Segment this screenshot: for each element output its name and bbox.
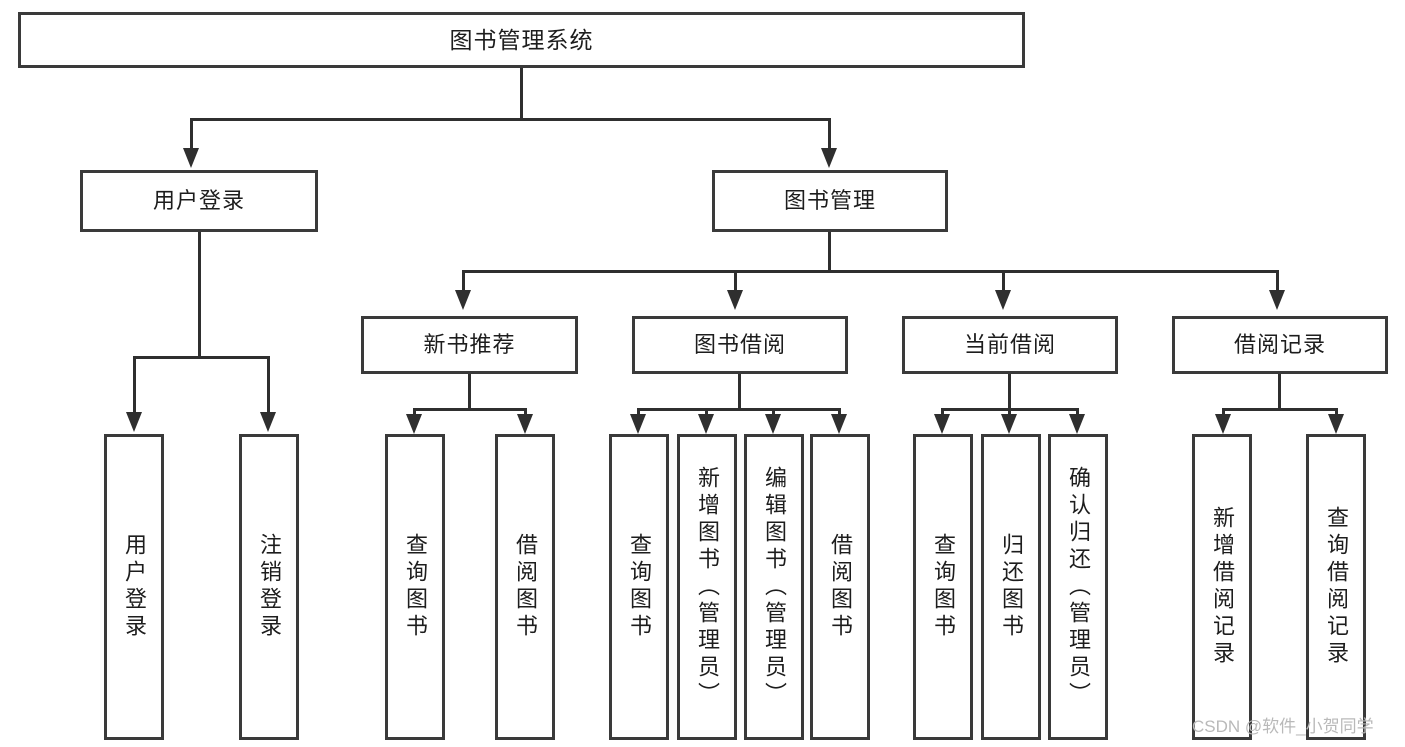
node-leaf-add-record[interactable]: 新增借阅记录	[1192, 434, 1252, 740]
arrowhead-leaf-query-book-1	[406, 414, 422, 434]
arrowhead-leaf-query-book-3	[934, 414, 950, 434]
arrowhead-leaf-query-book-2	[630, 414, 646, 434]
arrowhead-leaf-add-book	[698, 414, 714, 434]
node-label: 编辑图书（管理员）	[762, 465, 787, 709]
node-leaf-borrow-book-2[interactable]: 借阅图书	[810, 434, 870, 740]
arrowhead-book-management	[821, 148, 837, 168]
connector-user-login-stem	[198, 232, 201, 358]
node-label: 借阅图书	[513, 533, 538, 641]
connector-borrow-record-stem	[1278, 374, 1281, 410]
arrowhead-new-book-recommend	[455, 290, 471, 310]
connector-bb-to-leaf-4	[838, 408, 841, 418]
arrowhead-leaf-query-record	[1328, 414, 1344, 434]
node-book-management-system[interactable]: 图书管理系统	[18, 12, 1025, 68]
node-leaf-query-record[interactable]: 查询借阅记录	[1306, 434, 1366, 740]
connector-book-management-stem	[828, 232, 831, 272]
arrowhead-leaf-add-record	[1215, 414, 1231, 434]
arrowhead-leaf-logout	[260, 412, 276, 432]
connector-cb-to-leaf-2	[1008, 408, 1011, 418]
node-label: 查询图书	[627, 533, 652, 641]
watermark-credit: CSDN @软件_小贺同学	[1192, 717, 1374, 736]
connector-root-bus	[190, 118, 831, 121]
node-leaf-edit-book[interactable]: 编辑图书（管理员）	[744, 434, 804, 740]
node-leaf-confirm-return[interactable]: 确认归还（管理员）	[1048, 434, 1108, 740]
connector-bb-to-leaf-3	[772, 408, 775, 418]
connector-root-to-user-login	[190, 118, 193, 150]
connector-bb-to-leaf-1	[637, 408, 640, 418]
connector-user-login-bus	[133, 356, 270, 359]
node-book-borrow[interactable]: 图书借阅	[632, 316, 848, 374]
node-label: 当前借阅	[963, 332, 1056, 358]
arrowhead-book-borrow	[727, 290, 743, 310]
node-label: 借阅记录	[1233, 332, 1326, 358]
node-book-management[interactable]: 图书管理	[712, 170, 948, 232]
node-label: 新增图书（管理员）	[695, 465, 720, 709]
node-borrow-record[interactable]: 借阅记录	[1172, 316, 1388, 374]
node-leaf-query-book-3[interactable]: 查询图书	[913, 434, 973, 740]
node-leaf-query-book-1[interactable]: 查询图书	[385, 434, 445, 740]
node-leaf-borrow-book-1[interactable]: 借阅图书	[495, 434, 555, 740]
connector-user-login-to-leaf-1	[133, 356, 136, 416]
connector-bb-to-leaf-2	[705, 408, 708, 418]
connector-bm-to-current-borrow	[1002, 270, 1005, 292]
node-leaf-logout[interactable]: 注销登录	[239, 434, 299, 740]
arrowhead-borrow-record	[1269, 290, 1285, 310]
connector-book-borrow-stem	[738, 374, 741, 410]
arrowhead-user-login	[183, 148, 199, 168]
connector-new-book-to-leaf-2	[524, 408, 527, 418]
node-label: 查询图书	[931, 533, 956, 641]
node-label: 图书管理	[783, 188, 876, 214]
arrowhead-leaf-borrow-book-2	[831, 414, 847, 434]
node-label: 用户登录	[152, 188, 245, 214]
node-leaf-user-login[interactable]: 用户登录	[104, 434, 164, 740]
connector-root-stem	[520, 68, 523, 120]
connector-book-management-bus	[462, 270, 1279, 273]
connector-root-to-book-management	[828, 118, 831, 150]
node-new-book-recommend[interactable]: 新书推荐	[361, 316, 578, 374]
arrowhead-leaf-return-book	[1001, 414, 1017, 434]
connector-new-book-to-leaf-1	[413, 408, 416, 418]
arrowhead-leaf-borrow-book-1	[517, 414, 533, 434]
node-label: 新书推荐	[423, 332, 516, 358]
connector-current-borrow-stem	[1008, 374, 1011, 410]
connector-user-login-to-leaf-2	[267, 356, 270, 416]
arrowhead-leaf-edit-book	[765, 414, 781, 434]
connector-bm-to-book-borrow	[734, 270, 737, 292]
connector-br-to-leaf-2	[1335, 408, 1338, 418]
node-label: 查询图书	[403, 533, 428, 641]
arrowhead-leaf-confirm-return	[1069, 414, 1085, 434]
connector-new-book-stem	[468, 374, 471, 410]
node-label: 图书管理系统	[449, 26, 594, 53]
connector-borrow-record-bus	[1222, 408, 1338, 411]
node-leaf-query-book-2[interactable]: 查询图书	[609, 434, 669, 740]
connector-bm-to-new-book	[462, 270, 465, 292]
connector-bm-to-borrow-record	[1276, 270, 1279, 292]
connector-cb-to-leaf-3	[1076, 408, 1079, 418]
node-label: 注销登录	[257, 533, 282, 641]
node-leaf-return-book[interactable]: 归还图书	[981, 434, 1041, 740]
node-leaf-add-book[interactable]: 新增图书（管理员）	[677, 434, 737, 740]
arrowhead-leaf-user-login	[126, 412, 142, 432]
node-label: 借阅图书	[828, 533, 853, 641]
connector-cb-to-leaf-1	[941, 408, 944, 418]
connector-br-to-leaf-1	[1222, 408, 1225, 418]
node-label: 确认归还（管理员）	[1066, 465, 1091, 709]
connector-book-borrow-bus	[637, 408, 840, 411]
node-label: 归还图书	[999, 533, 1024, 641]
arrowhead-current-borrow	[995, 290, 1011, 310]
node-label: 用户登录	[122, 533, 147, 641]
node-label: 查询借阅记录	[1324, 506, 1349, 668]
node-user-login[interactable]: 用户登录	[80, 170, 318, 232]
node-label: 图书借阅	[693, 332, 786, 358]
connector-new-book-bus	[413, 408, 527, 411]
node-current-borrow[interactable]: 当前借阅	[902, 316, 1118, 374]
node-label: 新增借阅记录	[1210, 506, 1235, 668]
